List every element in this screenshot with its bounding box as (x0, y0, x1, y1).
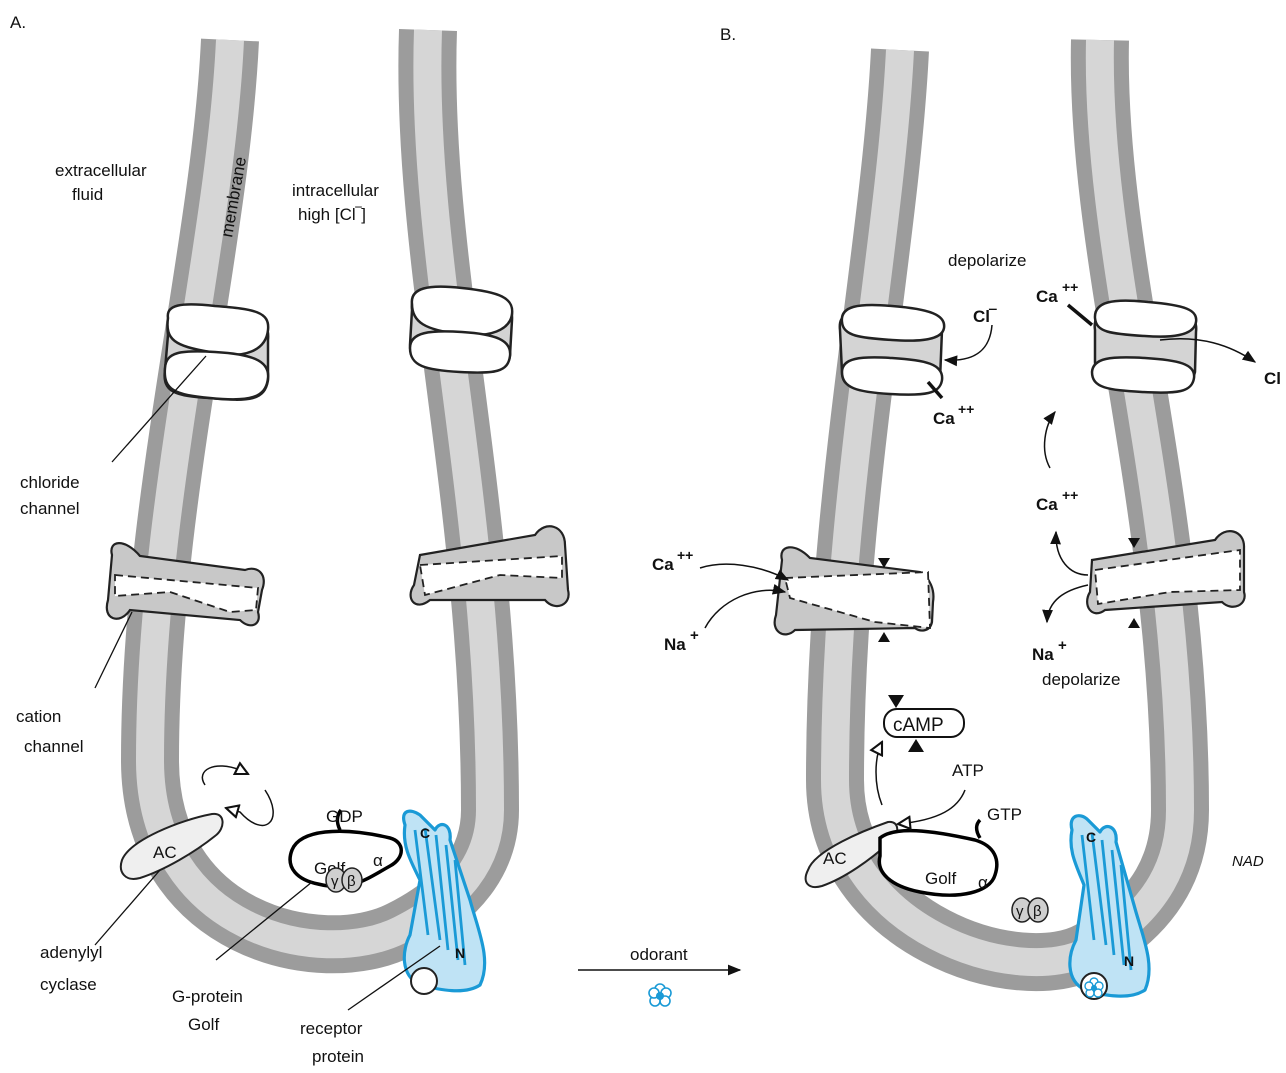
gtp-label: GTP (987, 805, 1022, 824)
odorant-label: odorant (630, 945, 688, 964)
svg-text:+: + (1058, 637, 1067, 654)
panel-b: B. (652, 25, 1281, 999)
receptor-c-label-b: C (1086, 829, 1096, 845)
atp-label: ATP (952, 761, 984, 780)
cl-in-label: Cl‾ (973, 307, 997, 326)
depolarize-bottom: depolarize (1042, 670, 1120, 689)
cation-line1: cation (16, 707, 61, 726)
beta-label-a: β (347, 873, 356, 890)
svg-text:Cl‾: Cl‾ (973, 307, 997, 326)
odorant-transition: odorant (578, 945, 740, 1006)
receptor-n-label-a: N (455, 945, 465, 961)
receptor-line2: protein (312, 1047, 364, 1066)
svg-text:Ca: Ca (933, 409, 955, 428)
panel-a: A. AC (10, 13, 569, 1066)
cl-in-arrow (945, 325, 992, 360)
svg-text:Na: Na (664, 635, 686, 654)
gprotein-line2: Golf (188, 1015, 219, 1034)
cl-out-label: Cl (1264, 369, 1281, 388)
g-protein-golf-a: Golf α γ β GDP (290, 807, 401, 892)
golf-label-b: Golf (925, 869, 956, 888)
gamma-label-b: γ (1016, 903, 1024, 920)
panel-b-label: B. (720, 25, 736, 44)
panel-a-label: A. (10, 13, 26, 32)
membrane-a (150, 30, 490, 944)
svg-text:Ca: Ca (652, 555, 674, 574)
svg-text:+: + (690, 627, 699, 644)
chloride-channel-left-b (840, 305, 944, 398)
signature: NAD (1232, 853, 1264, 870)
alpha-label-a: α (373, 851, 383, 870)
svg-text:++: ++ (958, 401, 974, 417)
ac-label-a: AC (153, 843, 177, 862)
na-left-label: Na + (664, 627, 699, 654)
svg-text:++: ++ (1062, 487, 1078, 503)
cycle-arrow-top-a (202, 766, 248, 785)
ca-in-arrow (700, 564, 788, 580)
chloride-channel-right-b (1068, 301, 1196, 393)
na-in-arrow (705, 590, 785, 628)
adenylyl-line1: adenylyl (40, 943, 102, 962)
receptor-c-label-a: C (420, 825, 430, 841)
chloride-line1: chloride (20, 473, 80, 492)
camp-badge: cAMP (884, 695, 964, 752)
cycle-arrow-bottom-a (226, 790, 273, 825)
atp-arrow (898, 790, 965, 824)
ac-label-b: AC (823, 849, 847, 868)
alpha-label-b: α (978, 873, 988, 892)
svg-text:Na: Na (1032, 645, 1054, 664)
intracellular-line1: intracellular (292, 181, 379, 200)
ca-right-mid-label: Ca ++ (1036, 487, 1078, 514)
depolarize-top: depolarize (948, 251, 1026, 270)
na-out-arrow (1047, 585, 1088, 622)
receptor-line1: receptor (300, 1019, 363, 1038)
gdp-label: GDP (326, 807, 363, 826)
extracellular-line2: fluid (72, 185, 103, 204)
na-right-label: Na + (1032, 637, 1067, 664)
svg-text:Ca: Ca (1036, 495, 1058, 514)
camp-arrow (876, 742, 882, 805)
svg-text:Ca: Ca (1036, 287, 1058, 306)
svg-text:++: ++ (1062, 279, 1078, 295)
leader-ac-a (95, 870, 160, 945)
gprotein-line1: G-protein (172, 987, 243, 1006)
adenylyl-line2: cyclase (40, 975, 97, 994)
ca-out-arrow (1056, 532, 1088, 575)
ca-right-top-label: Ca ++ (1036, 279, 1078, 306)
chloride-channel-right-a (410, 287, 512, 373)
ca-chloride-label: Ca ++ (933, 401, 974, 428)
ca-up-arrow (1045, 412, 1055, 468)
cation-line2: channel (24, 737, 84, 756)
svg-text:++: ++ (677, 547, 693, 563)
receptor-n-label-b: N (1124, 953, 1134, 969)
camp-label: cAMP (893, 715, 944, 736)
ca-left-label: Ca ++ (652, 547, 693, 574)
gamma-label-a: γ (331, 873, 339, 890)
chloride-line2: channel (20, 499, 80, 518)
extracellular-line1: extracellular (55, 161, 147, 180)
flower-icon (649, 984, 671, 1006)
beta-label-b: β (1033, 903, 1042, 920)
intracellular-line2: high [Cl‾] (298, 205, 366, 224)
